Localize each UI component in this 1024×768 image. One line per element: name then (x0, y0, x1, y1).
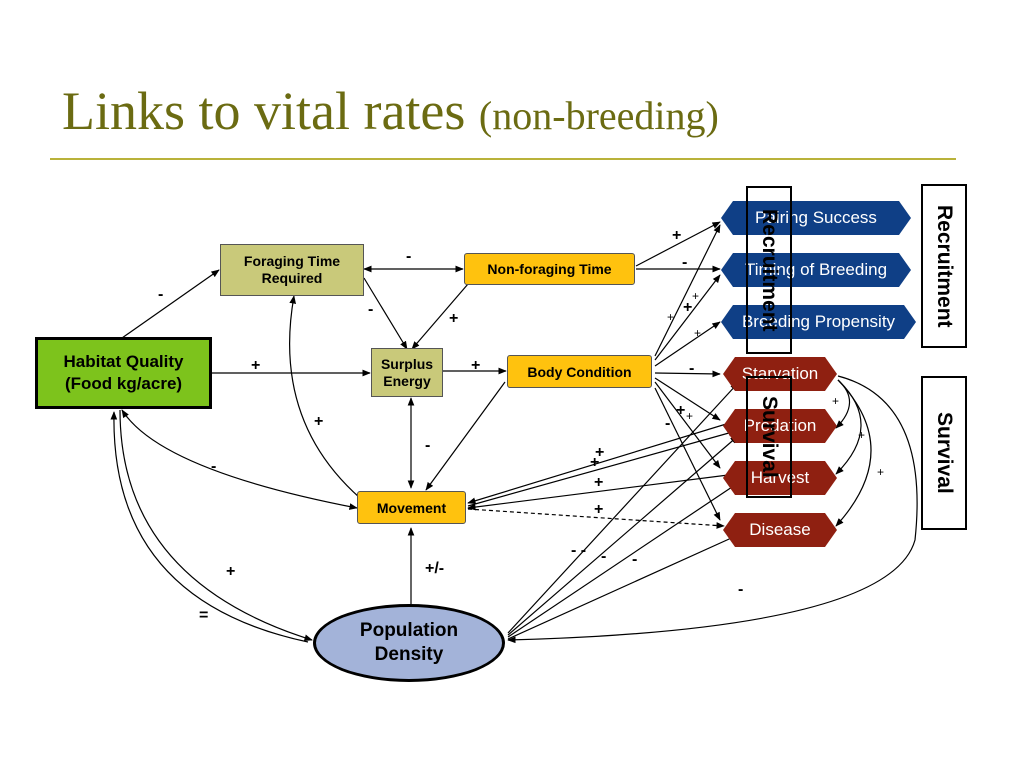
movement-label: Movement (376, 499, 447, 516)
link-density-harvest (507, 482, 739, 638)
link-habitat-density-2 (110, 411, 309, 643)
link-nonforaging-pairing (635, 221, 721, 267)
sign-density-predation: - (601, 548, 607, 565)
surplus-energy-label-2: Energy (383, 372, 431, 389)
sign-movement-harvest: + (594, 474, 604, 491)
link-density-predation (507, 435, 739, 636)
timing-of-breeding-node: Timing of Breeding (721, 253, 911, 287)
title-subtitle: (non-breeding) (478, 93, 719, 138)
harvest-label: Harvest (750, 468, 810, 487)
sign-habitat-density-2: = (199, 607, 209, 624)
population-density-label-1: Population (359, 620, 459, 642)
sign-density-harvest: - (632, 551, 638, 568)
survival-group-label: Survival (921, 376, 967, 530)
title-rule (50, 158, 956, 160)
foraging-time-label-2: Required (261, 270, 323, 286)
sign-starvation-predation: + (832, 394, 840, 408)
link-foraging-movement (289, 295, 361, 499)
sign-habitat-foraging: - (158, 286, 164, 303)
breeding-propensity-node: Breeding Propensity (721, 305, 916, 339)
link-body-disease (654, 387, 721, 521)
habitat-quality-label: Habitat Quality (63, 351, 184, 371)
starvation-label: Starvation (741, 364, 819, 383)
sign-movement-predation: + (595, 444, 605, 461)
body-condition-node: Body Condition (507, 355, 652, 388)
link-habitat-foraging (121, 269, 220, 339)
disease-node: Disease (723, 513, 837, 547)
non-foraging-time-node: Non-foraging Time (464, 253, 635, 285)
link-density-disease (507, 534, 739, 640)
recruitment-inner-label: Recruitment (746, 186, 792, 354)
slide-title: Links to vital rates (non-breeding) (62, 84, 719, 138)
sign-nonforaging-pairing: + (672, 227, 682, 244)
link-foraging-surplus (363, 277, 408, 350)
breeding-propensity-label: Breeding Propensity (741, 312, 896, 331)
sign-body-movement: - (425, 437, 431, 454)
sign-body-harvest: - (665, 415, 671, 432)
body-condition-label: Body Condition (527, 363, 632, 380)
pairing-success-node: Pairing Success (721, 201, 911, 235)
harvest-node: Harvest (723, 461, 837, 495)
habitat-quality-sublabel: (Food kg/acre) (64, 374, 183, 393)
sign-foraging-nonforaging: - (406, 248, 412, 265)
sign-habitat-movement: - (211, 458, 217, 475)
disease-label: Disease (749, 520, 811, 539)
sign-nonforaging-surplus: + (449, 310, 459, 327)
link-body-predation (654, 377, 721, 421)
predation-label: Predation (743, 416, 817, 435)
non-foraging-time-label: Non-foraging Time (487, 261, 612, 277)
link-body-movement (425, 381, 506, 491)
sign-surplus-body: + (471, 357, 481, 374)
population-density-label-2: Density (374, 644, 444, 665)
link-habitat-movement (121, 409, 358, 510)
link-movement-disease (467, 508, 725, 529)
recruitment-group-label: Recruitment (921, 184, 967, 348)
sign-movement-predation-2: + (590, 454, 600, 471)
link-movement-harvest (467, 471, 737, 511)
sign-density-starvation: - - (571, 542, 587, 559)
link-body-propensity (654, 321, 721, 367)
habitat-quality-node: Habitat Quality (Food kg/acre) (35, 337, 212, 409)
movement-node: Movement (357, 491, 466, 524)
link-nonforaging-surplus (411, 283, 469, 350)
foraging-time-label-1: Foraging Time (243, 253, 341, 270)
sign-starvation-disease: + (877, 465, 885, 479)
link-body-pairing (654, 224, 721, 357)
predation-node: Predation (723, 409, 837, 443)
link-starvation-density (507, 375, 918, 644)
survival-inner-label: Survival (746, 376, 792, 498)
sign-starvation-harvest: + (858, 428, 866, 442)
pairing-success-label: Pairing Success (755, 208, 877, 227)
sign-body-starvation: - (689, 360, 695, 377)
sign-foraging-movement: + (314, 413, 324, 430)
sign-starvation-density: - (738, 581, 744, 598)
sign-habitat-surplus: + (251, 357, 261, 374)
sign-body-timing: + (683, 299, 693, 316)
link-starvation-disease (835, 379, 872, 527)
sign-habitat-density-1: + (226, 563, 236, 580)
sign-density-movement: +/- (425, 560, 445, 577)
sign-body-pairing: + (692, 289, 700, 303)
link-density-starvation (507, 382, 739, 634)
sign-body-propensity-2: + (694, 326, 702, 340)
starvation-node: Starvation (723, 357, 837, 391)
sign-body-propensity: + (667, 310, 675, 324)
link-body-timing (654, 274, 721, 361)
sign-body-predation: + (676, 402, 686, 419)
sign-foraging-surplus: - (368, 301, 374, 318)
surplus-energy-label-1: Surplus (380, 355, 434, 372)
title-main: Links to vital rates (62, 81, 466, 141)
link-habitat-density-1 (119, 409, 313, 641)
sign-body-predation-2: + (686, 409, 694, 423)
sign-nonforaging-timing: - (682, 254, 688, 271)
link-body-starvation (654, 370, 721, 378)
timing-of-breeding-label: Timing of Breeding (744, 260, 888, 279)
link-movement-predation-2 (467, 429, 737, 507)
sign-movement-disease: + (594, 501, 604, 518)
